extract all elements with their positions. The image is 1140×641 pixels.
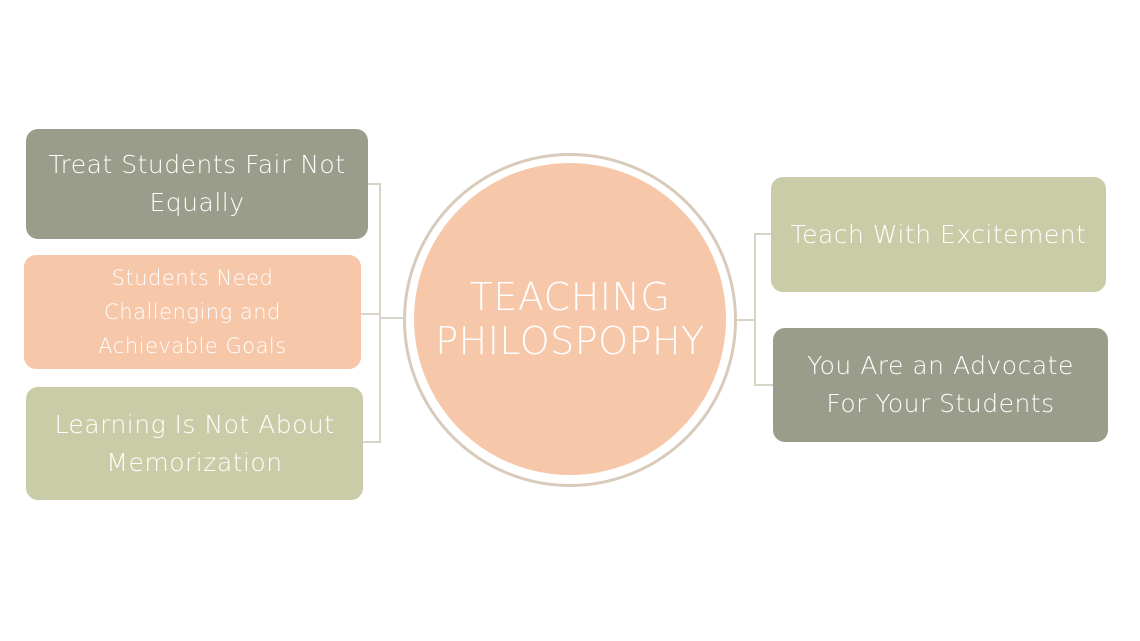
node-treat-students-fair: Treat Students Fair Not Equally [26, 129, 368, 239]
node-advocate-for-students: You Are an Advocate For Your Students [773, 328, 1108, 442]
node-challenging-goals: Students Need Challenging and Achievable… [24, 255, 361, 369]
center-title-line2: PHILOSPOPHY [435, 319, 705, 363]
connector-right-bottom [754, 320, 773, 386]
node-label: Students Need Challenging and Achievable… [98, 266, 287, 358]
node-label: You Are an Advocate For Your Students [807, 351, 1074, 418]
node-label: Learning Is Not About Memorization [54, 409, 335, 477]
connector-right-top [754, 233, 771, 320]
node-teach-with-excitement: Teach With Excitement [771, 177, 1106, 292]
node-label: Teach With Excitement [790, 219, 1087, 249]
node-label: Treat Students Fair Not Equally [48, 150, 346, 217]
center-title-line1: TEACHING [469, 275, 671, 319]
connector-left-bottom [363, 315, 381, 443]
node-learning-not-memorization: Learning Is Not About Memorization [26, 387, 363, 500]
connector-left-top [368, 183, 381, 315]
center-topic: TEACHING PHILOSPOPHY [414, 163, 726, 475]
